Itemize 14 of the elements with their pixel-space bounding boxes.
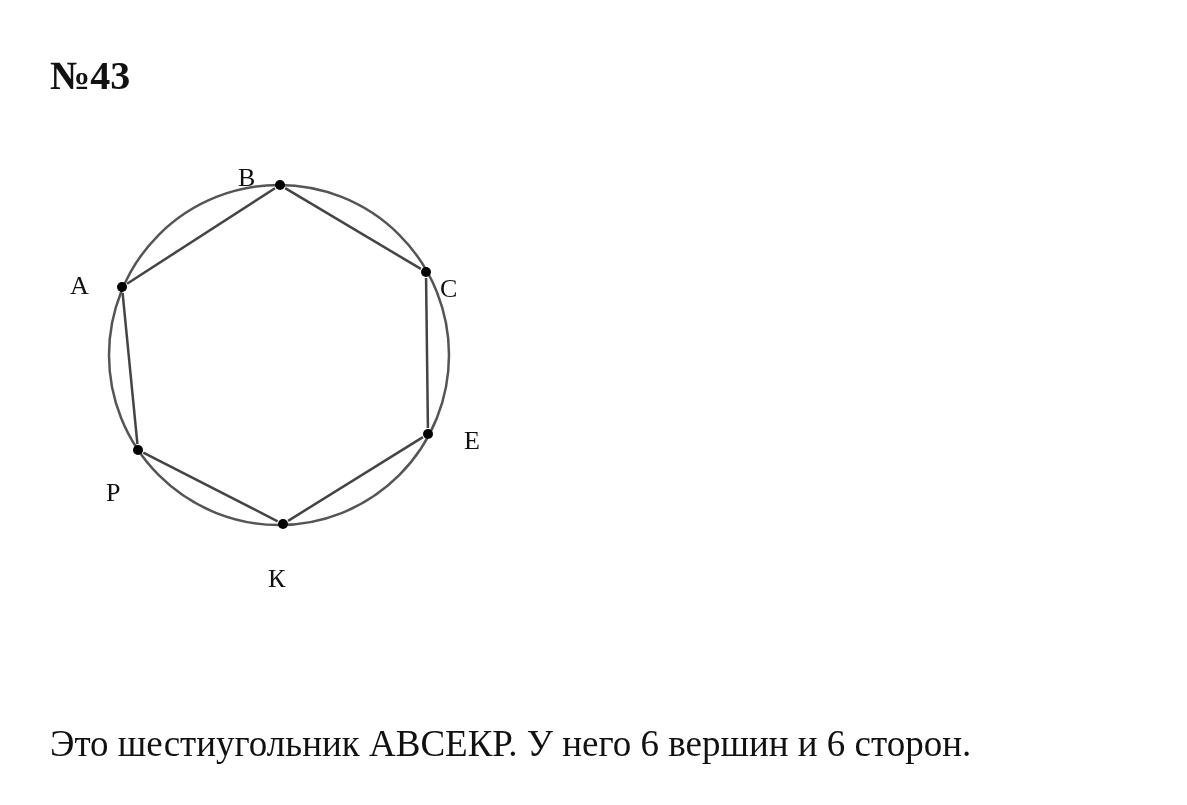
hexagon-side [126,187,276,285]
vertex-label: С [440,276,458,302]
hexagon-side [284,187,422,270]
hexagon-side [424,278,430,428]
problem-number: №43 [50,52,131,99]
vertex-label: Р [106,480,121,506]
caption-text: Это шестиугольник АВСЕКР. У него 6 вершин и 6 сторон. [50,722,972,765]
hexagon-side [121,292,139,445]
vertex-label: В [238,165,256,191]
hexagon-side [142,451,279,523]
vertex-label: Е [464,428,480,454]
hexagon-side [287,436,424,522]
vertex-label: А [70,273,89,299]
vertex-label: К [268,566,286,592]
